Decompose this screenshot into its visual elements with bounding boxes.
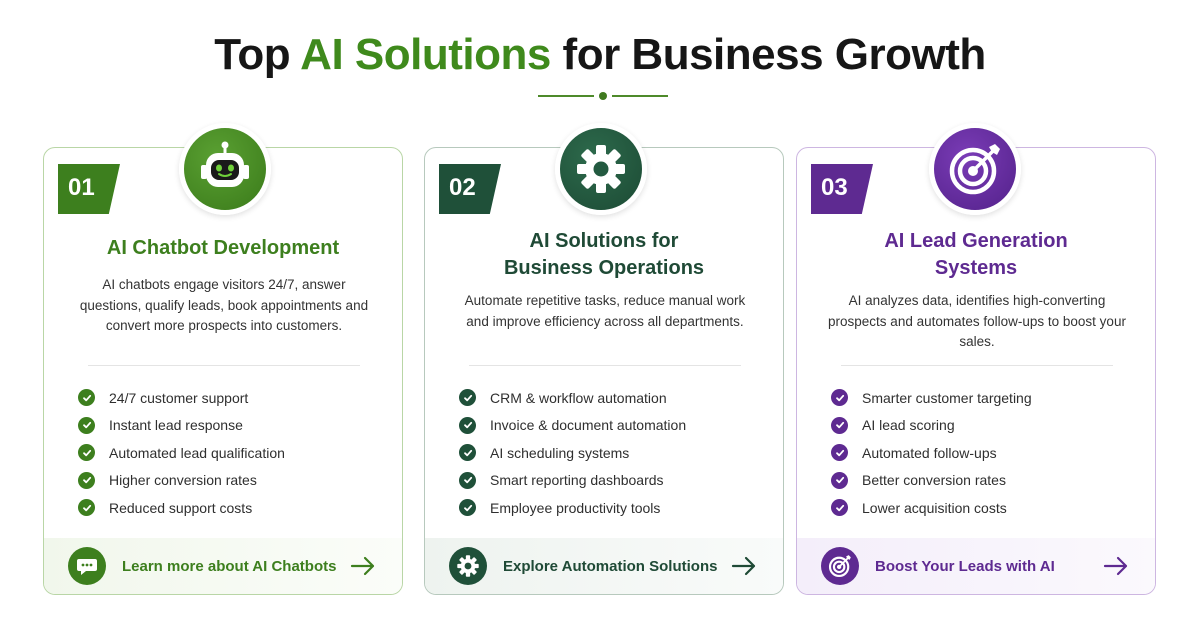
feature-text: Automated follow-ups [862,444,997,461]
feature-item: Automated lead qualification [78,439,285,467]
feature-text: Instant lead response [109,417,243,434]
explore-automation-link[interactable]: Explore Automation Solutions [425,538,783,594]
card-divider [841,365,1113,366]
card-ai-chatbot: 01 AI Chatbot Development AI chatbots en… [43,123,403,595]
divider-line-right [612,95,668,97]
card-title: AI Lead Generation Systems [797,228,1155,282]
card-divider [88,365,360,366]
feature-text: Better conversion rates [862,472,1006,489]
check-icon [459,471,476,489]
cta-label: Learn more about AI Chatbots [122,557,337,575]
gear-icon [555,123,647,215]
card-title-line1: AI Solutions for [529,230,679,252]
divider-dot [599,92,607,100]
feature-item: Higher conversion rates [78,467,285,495]
card-number-badge: 02 [439,164,501,214]
feature-item: Lower acquisition costs [831,494,1032,522]
feature-item: Reduced support costs [78,494,285,522]
arrow-right-icon [731,556,756,576]
title-highlight: AI Solutions [300,30,551,79]
card-divider [469,365,741,366]
feature-item: AI lead scoring [831,412,1032,440]
feature-item: Better conversion rates [831,467,1032,495]
check-icon [831,416,848,434]
card-lead-generation: 03 AI Lead Generation Systems AI analyze… [796,123,1156,595]
divider-line-left [538,95,594,97]
feature-text: 24/7 customer support [109,389,249,406]
card-description: Automate repetitive tasks, reduce manual… [464,293,746,329]
check-icon [831,499,848,517]
feature-text: Smarter customer targeting [862,389,1032,406]
feature-item: 24/7 customer support [78,384,285,412]
target-icon [821,547,859,585]
check-icon [831,471,848,489]
arrow-right-icon [1103,556,1128,576]
cta-label: Explore Automation Solutions [503,557,718,575]
check-icon [459,389,476,407]
feature-text: Employee productivity tools [490,499,661,516]
card-title-line2: Business Operations [503,257,705,279]
card-description: AI analyzes data, identifies high-conver… [828,293,1126,349]
check-icon [78,471,95,489]
arrow-right-icon [350,556,375,576]
card-business-operations: 02 AI Solutions for Business Operations … [424,123,784,595]
check-icon [459,499,476,517]
feature-text: Lower acquisition costs [862,499,1007,516]
card-title: AI Chatbot Development [44,235,402,262]
feature-text: Higher conversion rates [109,472,257,489]
check-icon [78,444,95,462]
title-pre: Top [214,30,301,79]
card-number-badge: 01 [58,164,120,214]
cta-label: Boost Your Leads with AI [875,557,1055,575]
check-icon [831,444,848,462]
page-title: Top AI Solutions for Business Growth [0,30,1200,80]
gear-icon [449,547,487,585]
card-number-badge: 03 [811,164,873,214]
check-icon [459,444,476,462]
feature-text: CRM & workflow automation [490,389,667,406]
feature-list: 24/7 customer support Instant lead respo… [78,384,285,522]
learn-more-chatbots-link[interactable]: Learn more about AI Chatbots [44,538,402,594]
title-post: for Business Growth [550,30,987,79]
feature-item: AI scheduling systems [459,439,686,467]
boost-leads-link[interactable]: Boost Your Leads with AI [797,538,1155,594]
feature-text: AI scheduling systems [490,444,630,461]
feature-item: Smart reporting dashboards [459,467,686,495]
target-icon [929,123,1021,215]
card-title-line2: Systems [934,257,1018,279]
feature-item: Employee productivity tools [459,494,686,522]
check-icon [78,499,95,517]
robot-icon [179,123,271,215]
check-icon [459,416,476,434]
feature-text: AI lead scoring [862,417,955,434]
feature-item: Smarter customer targeting [831,384,1032,412]
feature-text: Reduced support costs [109,499,253,516]
feature-item: Invoice & document automation [459,412,686,440]
feature-item: CRM & workflow automation [459,384,686,412]
card-title-line1: AI Chatbot Development [106,237,340,259]
check-icon [78,389,95,407]
feature-item: Instant lead response [78,412,285,440]
check-icon [831,389,848,407]
feature-text: Smart reporting dashboards [490,472,664,489]
feature-text: Invoice & document automation [490,417,687,434]
check-icon [78,416,95,434]
card-description: AI chatbots engage visitors 24/7, answer… [79,277,369,333]
chat-bubble-icon [68,547,106,585]
feature-list: Smarter customer targeting AI lead scori… [831,384,1032,522]
feature-list: CRM & workflow automation Invoice & docu… [459,384,686,522]
feature-item: Automated follow-ups [831,439,1032,467]
card-title-line1: AI Lead Generation [884,230,1068,252]
title-divider [538,90,668,102]
card-title: AI Solutions for Business Operations [425,228,783,282]
feature-text: Automated lead qualification [109,444,285,461]
